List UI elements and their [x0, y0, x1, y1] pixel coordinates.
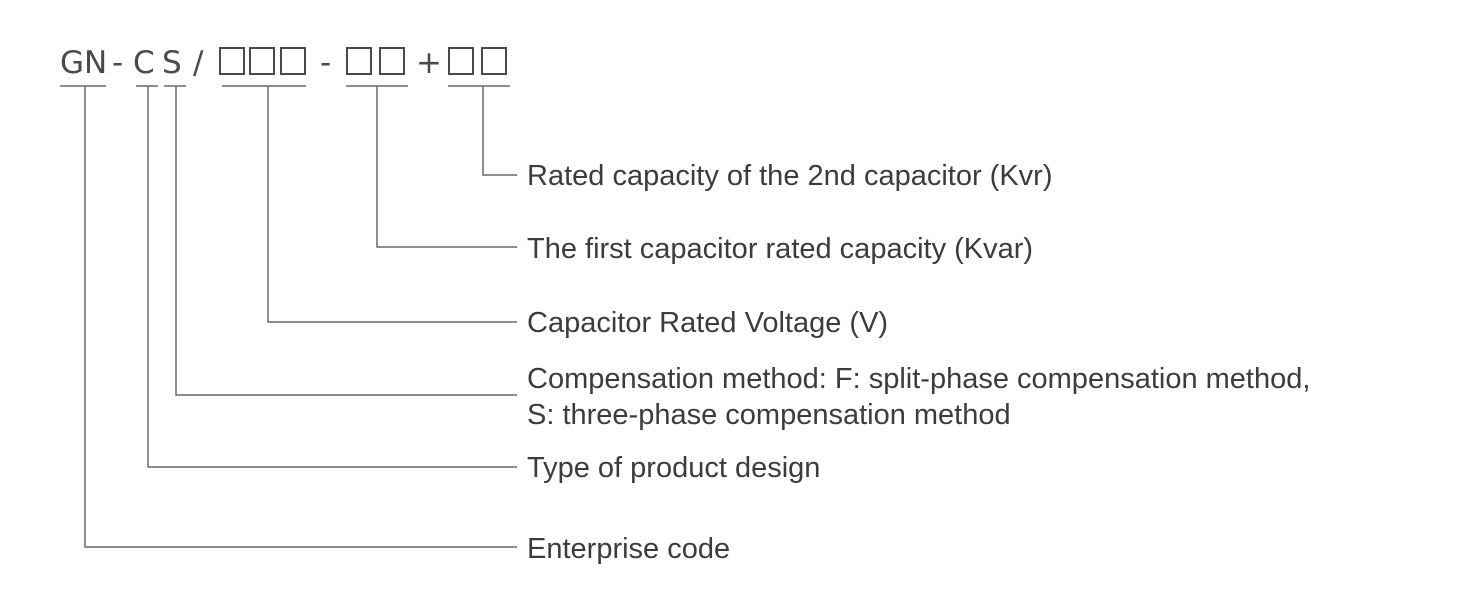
- placeholder-box: [448, 47, 474, 75]
- descriptions: Rated capacity of the 2nd capacitor (Kvr…: [527, 160, 1310, 565]
- code-plus: +: [416, 45, 442, 81]
- placeholder-box: [379, 47, 405, 75]
- desc-first-capacity: The first capacitor rated capacity (Kvar…: [527, 233, 1033, 265]
- placeholder-box: [280, 47, 306, 75]
- code-dash-1: -: [112, 45, 123, 81]
- desc-method-line-2: S: three-phase compensation method: [527, 399, 1011, 431]
- leader-enterprise: [84, 86, 517, 548]
- desc-method-line-1: Compensation method: F: split-phase comp…: [527, 363, 1310, 395]
- code-prefix: GN: [60, 45, 107, 81]
- leader-second-capacity: [482, 86, 517, 176]
- placeholder-box: [249, 47, 275, 75]
- desc-second-capacity: Rated capacity of the 2nd capacitor (Kvr…: [527, 160, 1052, 192]
- leader-first-capacity: [376, 86, 517, 248]
- desc-enterprise: Enterprise code: [527, 533, 730, 565]
- code-slash: /: [193, 45, 204, 81]
- model-code-row: GN - C S / - +: [60, 45, 507, 81]
- leader-method: [175, 86, 517, 396]
- desc-voltage: Capacitor Rated Voltage (V): [527, 307, 888, 339]
- code-design-letter: C: [133, 45, 155, 81]
- second-capacity-placeholder-boxes: [448, 47, 507, 75]
- voltage-placeholder-boxes: [219, 47, 306, 75]
- placeholder-box: [219, 47, 245, 75]
- placeholder-box: [481, 47, 507, 75]
- desc-design: Type of product design: [527, 452, 820, 484]
- first-capacity-placeholder-boxes: [346, 47, 405, 75]
- leader-design: [147, 86, 517, 468]
- code-method-letter: S: [162, 45, 182, 81]
- leader-voltage: [267, 86, 517, 323]
- code-dash-2: -: [320, 45, 331, 81]
- placeholder-box: [346, 47, 372, 75]
- leader-lines: [84, 86, 517, 548]
